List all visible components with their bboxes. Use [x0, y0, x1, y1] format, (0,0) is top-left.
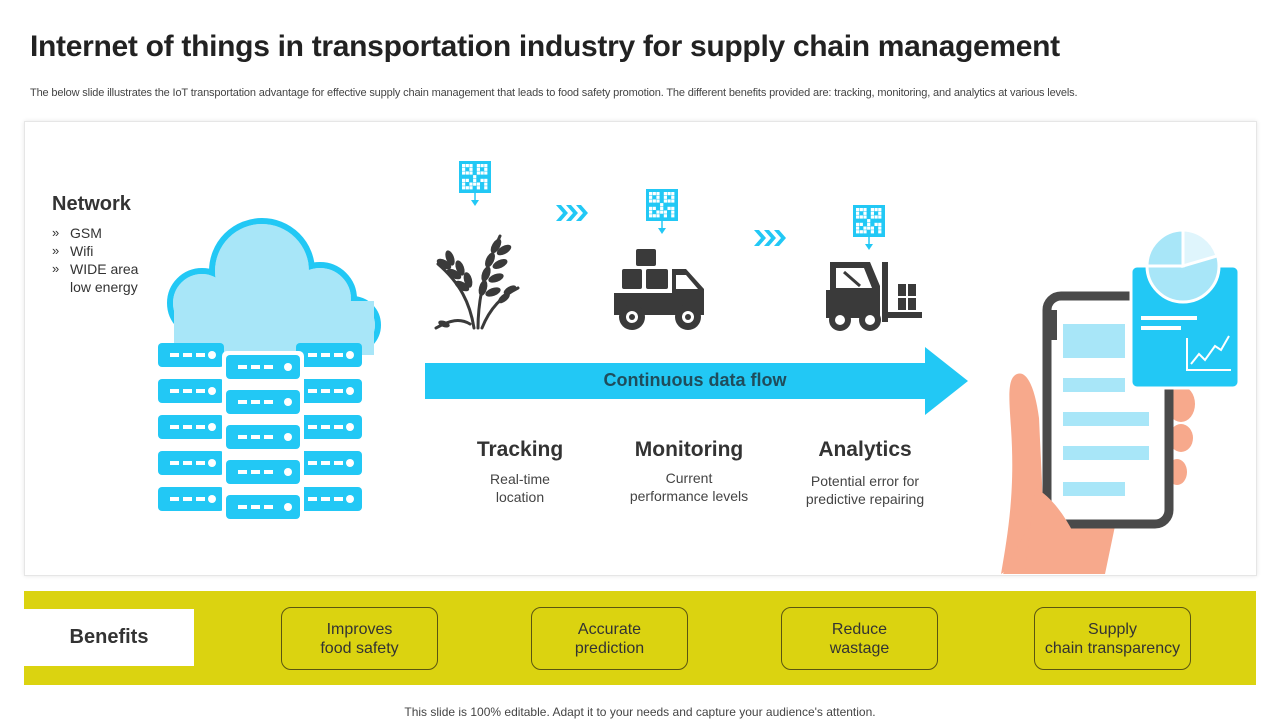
stage-monitoring-desc: Current performance levels — [629, 470, 749, 504]
page-subtitle: The below slide illustrates the IoT tran… — [30, 87, 1078, 99]
server-unit — [296, 379, 362, 403]
network-title: Network — [52, 193, 131, 215]
qr-code-icon — [853, 205, 885, 250]
server-unit — [158, 379, 224, 403]
pie-chart-icon — [1145, 228, 1221, 304]
server-unit — [226, 355, 300, 379]
server-unit — [158, 415, 224, 439]
chevron-right-icon — [754, 230, 786, 246]
qr-code-icon — [459, 161, 491, 206]
network-item: »GSM — [52, 225, 102, 241]
wheat-icon — [434, 234, 520, 330]
benefits-label: Benefits — [24, 609, 194, 666]
server-unit — [226, 425, 300, 449]
server-unit — [226, 390, 300, 414]
server-unit — [296, 415, 362, 439]
page-title: Internet of things in transportation ind… — [30, 30, 1060, 63]
smartphone-hand-icon — [1001, 228, 1240, 574]
server-unit — [158, 487, 224, 511]
forklift-icon — [826, 262, 922, 331]
cloud-icon — [167, 218, 381, 355]
server-rack-icon — [158, 343, 362, 523]
stage-tracking-desc: Real-time location — [490, 471, 550, 505]
server-unit — [296, 343, 362, 367]
data-flow-label: Continuous data flow — [603, 370, 787, 390]
stage-analytics-desc: Potential error for predictive repairing — [805, 473, 925, 507]
delivery-truck-icon — [614, 249, 704, 330]
chevron-right-icon — [556, 205, 588, 221]
server-unit — [226, 495, 300, 519]
stage-analytics-title: Analytics — [818, 438, 912, 461]
network-item: »Wifi — [52, 243, 94, 259]
server-unit — [296, 451, 362, 475]
server-unit — [296, 487, 362, 511]
bullet-glyph: » — [52, 261, 60, 276]
server-unit — [226, 460, 300, 484]
stage-tracking-title: Tracking — [476, 438, 564, 461]
bullet-glyph: » — [52, 225, 60, 240]
qr-code-icon — [646, 189, 678, 234]
bullet-glyph: » — [52, 243, 60, 258]
line-chart-icon — [1186, 335, 1231, 371]
footer-note: This slide is 100% editable. Adapt it to… — [404, 705, 876, 719]
server-unit — [158, 343, 224, 367]
server-unit — [158, 451, 224, 475]
stage-monitoring-title: Monitoring — [634, 438, 744, 461]
data-flow-arrow — [425, 347, 968, 415]
